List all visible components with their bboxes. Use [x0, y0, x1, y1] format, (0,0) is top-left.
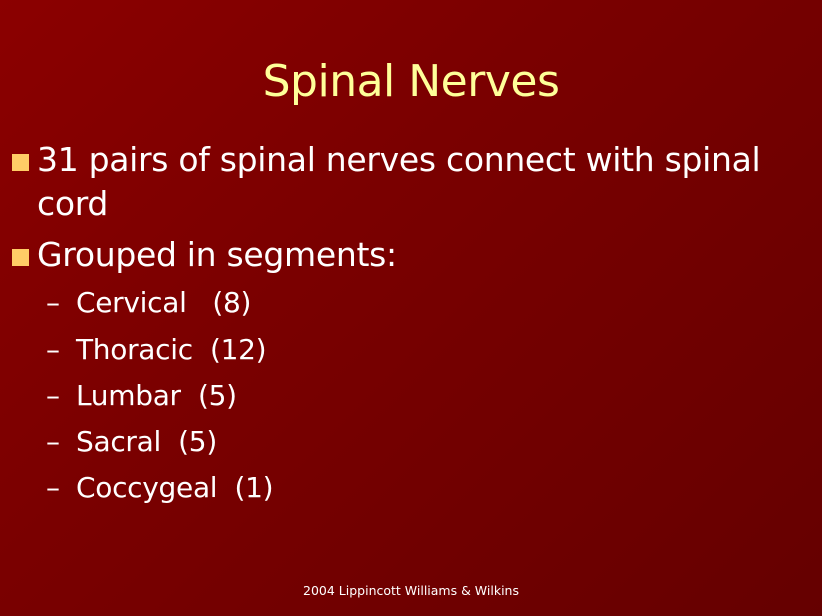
- bullet-text: Grouped in segments:: [37, 235, 397, 274]
- square-bullet-icon: [12, 249, 29, 266]
- sub-item-coccygeal: –Coccygeal (1): [46, 468, 274, 508]
- sub-item-thoracic: –Thoracic (12): [46, 330, 267, 370]
- sub-item-text: Lumbar (5): [76, 379, 237, 412]
- sub-item-text: Thoracic (12): [76, 333, 267, 366]
- bullet-item: Grouped in segments:: [12, 233, 802, 277]
- sub-item-text: Cervical (8): [76, 286, 252, 319]
- bullet-text: 31 pairs of spinal nerves connect with s…: [37, 140, 761, 223]
- footer-copyright: 2004 Lippincott Williams & Wilkins: [303, 583, 519, 598]
- bullet-item: 31 pairs of spinal nerves connect with s…: [12, 138, 802, 226]
- dash-marker: –: [46, 471, 60, 504]
- dash-marker: –: [46, 333, 60, 366]
- sub-item-text: Coccygeal (1): [76, 471, 274, 504]
- sub-item-sacral: –Sacral (5): [46, 422, 217, 462]
- sub-item-lumbar: –Lumbar (5): [46, 376, 237, 416]
- dash-marker: –: [46, 379, 60, 412]
- slide-title: Spinal Nerves: [262, 56, 560, 107]
- dash-marker: –: [46, 286, 60, 319]
- dash-marker: –: [46, 425, 60, 458]
- sub-item-text: Sacral (5): [76, 425, 217, 458]
- sub-item-cervical: –Cervical (8): [46, 283, 251, 323]
- square-bullet-icon: [12, 154, 29, 171]
